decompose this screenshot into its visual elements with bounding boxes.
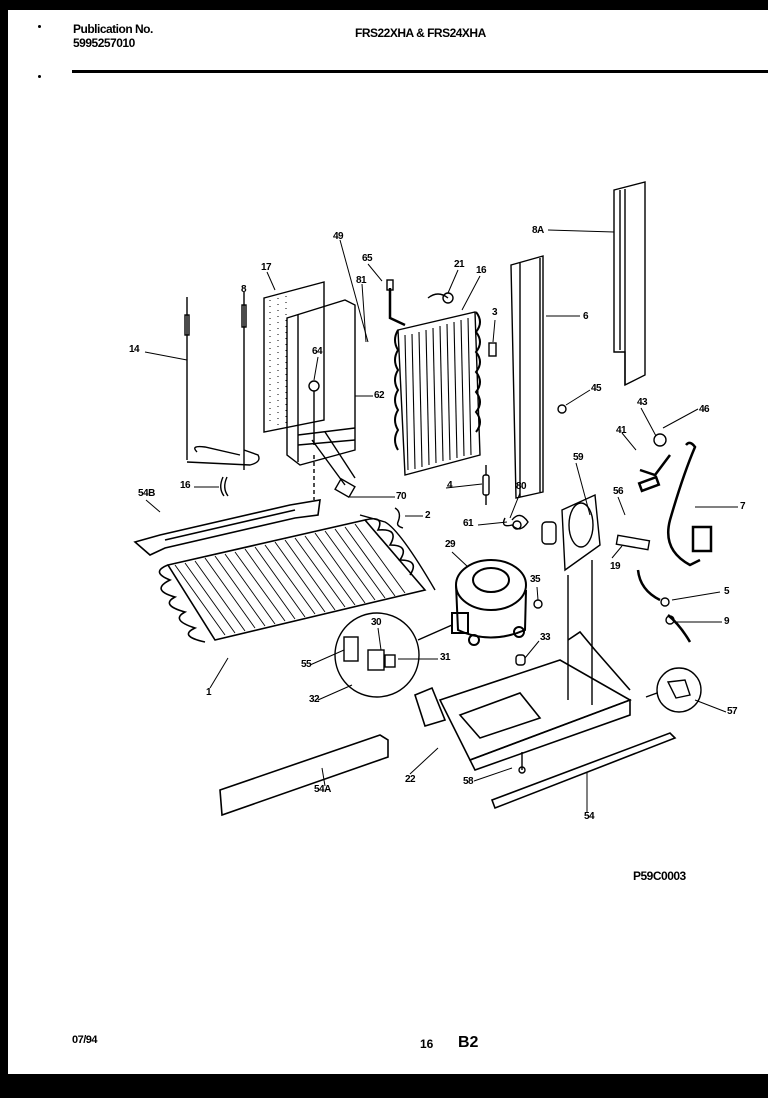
callout-70: 70 bbox=[396, 491, 407, 502]
callout-57: 57 bbox=[727, 706, 738, 717]
callout-80: 80 bbox=[516, 481, 527, 492]
sleeve-33 bbox=[515, 654, 526, 666]
callout-16b: 16 bbox=[180, 480, 191, 491]
callout-22: 22 bbox=[405, 774, 416, 785]
leader-lines bbox=[144, 229, 738, 812]
callout-81: 81 bbox=[356, 275, 367, 286]
publication-number: 5995257010 bbox=[73, 36, 135, 50]
grommet-35 bbox=[533, 599, 543, 609]
power-cord bbox=[637, 441, 713, 567]
callout-54a: 54A bbox=[314, 784, 331, 795]
punch-mark bbox=[38, 25, 41, 28]
scan-border-left bbox=[0, 0, 8, 1098]
footer-page-number: 16 bbox=[420, 1037, 434, 1051]
grommet-part bbox=[653, 433, 667, 447]
rail-54 bbox=[490, 732, 677, 810]
callout-7: 7 bbox=[740, 501, 746, 512]
callout-6: 6 bbox=[583, 311, 589, 322]
footer-section: B2 bbox=[458, 1034, 479, 1051]
evaporator-cover bbox=[286, 299, 356, 500]
callout-65: 65 bbox=[362, 253, 373, 264]
publication-label: Publication No. bbox=[73, 22, 153, 36]
clip-16 bbox=[220, 476, 229, 497]
callout-33: 33 bbox=[540, 632, 551, 643]
callout-46: 46 bbox=[699, 404, 710, 415]
rail-54b bbox=[133, 499, 321, 556]
callout-21: 21 bbox=[454, 259, 465, 270]
callout-56: 56 bbox=[613, 486, 624, 497]
callout-49: 49 bbox=[333, 231, 344, 242]
callout-43: 43 bbox=[637, 397, 648, 408]
tube-5 bbox=[636, 569, 661, 602]
punch-mark bbox=[38, 75, 41, 78]
callout-30: 30 bbox=[371, 617, 382, 628]
callout-59: 59 bbox=[573, 452, 584, 463]
screw bbox=[557, 404, 567, 414]
fitting-9 bbox=[665, 615, 675, 625]
callout-64: 64 bbox=[312, 346, 323, 357]
callout-2: 2 bbox=[425, 510, 431, 521]
callout-9: 9 bbox=[724, 616, 730, 627]
callout-29: 29 bbox=[445, 539, 456, 550]
callout-17: 17 bbox=[261, 262, 272, 273]
header-rule bbox=[72, 70, 768, 73]
heater-wire-part bbox=[184, 292, 260, 470]
detail-circle-57 bbox=[645, 667, 702, 713]
side-channel bbox=[510, 255, 544, 499]
detail-circle-relay bbox=[334, 612, 453, 698]
callout-5: 5 bbox=[724, 586, 730, 597]
evaporator-coil bbox=[386, 279, 481, 476]
callout-41: 41 bbox=[616, 425, 627, 436]
callout-31: 31 bbox=[440, 652, 451, 663]
sensor-part bbox=[488, 342, 497, 357]
fan-motor-assembly bbox=[502, 493, 651, 705]
drawing-code: P59C0003 bbox=[633, 869, 686, 883]
scan-border-top bbox=[0, 0, 768, 10]
callout-45: 45 bbox=[591, 383, 602, 394]
clip-2 bbox=[394, 507, 404, 529]
callout-32: 32 bbox=[309, 694, 320, 705]
callout-4: 4 bbox=[447, 480, 453, 491]
callout-16: 16 bbox=[476, 265, 487, 276]
condenser-coil bbox=[158, 514, 436, 643]
callout-3: 3 bbox=[492, 307, 498, 318]
callout-35: 35 bbox=[530, 574, 541, 585]
footer-date: 07/94 bbox=[72, 1034, 98, 1046]
model-numbers: FRS22XHA & FRS24XHA bbox=[355, 26, 486, 40]
compressor bbox=[451, 559, 527, 646]
callout-1: 1 bbox=[206, 687, 212, 698]
defrost-thermostat-70 bbox=[311, 431, 356, 499]
callout-61: 61 bbox=[463, 518, 474, 529]
compressor-base-pan bbox=[414, 630, 632, 771]
scan-border-bottom bbox=[0, 1074, 768, 1098]
callout-54: 54 bbox=[584, 811, 595, 822]
callout-14: 14 bbox=[129, 344, 140, 355]
callout-55: 55 bbox=[301, 659, 312, 670]
callout-58: 58 bbox=[463, 776, 474, 787]
callout-62: 62 bbox=[374, 390, 385, 401]
side-channel-8a bbox=[613, 181, 646, 387]
insulation-panel bbox=[263, 281, 325, 433]
callout-8: 8 bbox=[241, 284, 247, 295]
tube-9 bbox=[667, 614, 692, 643]
fitting-5 bbox=[660, 597, 670, 607]
rail-54a bbox=[219, 734, 389, 817]
callout-8a: 8A bbox=[532, 225, 544, 236]
screw-58 bbox=[518, 752, 526, 774]
callout-19: 19 bbox=[610, 561, 621, 572]
callout-54b: 54B bbox=[138, 488, 155, 499]
filter-drier bbox=[482, 465, 490, 505]
